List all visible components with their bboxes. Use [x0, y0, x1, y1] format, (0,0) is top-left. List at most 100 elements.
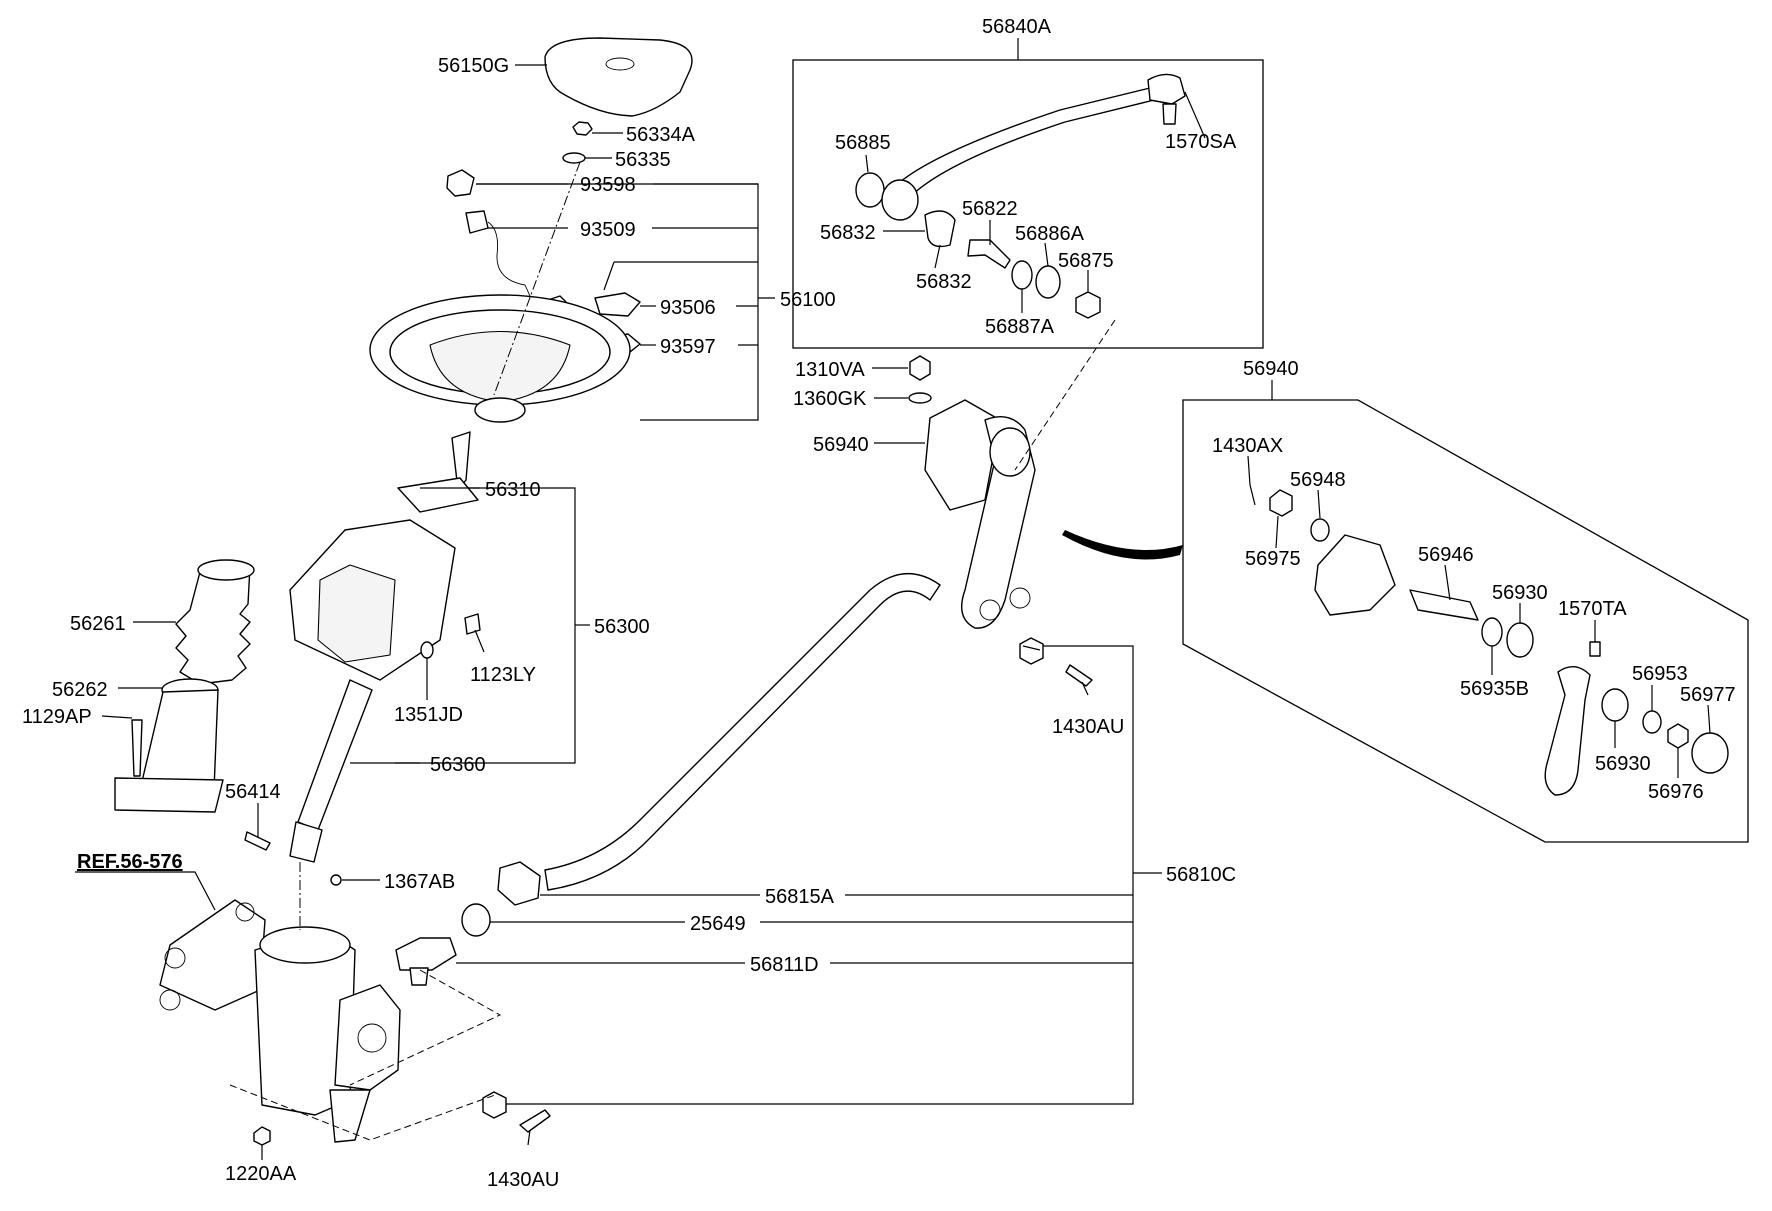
bearing-56930a-part	[1506, 622, 1534, 658]
tie-rod-detail-box	[792, 59, 1264, 349]
label-56875: 56875	[1058, 250, 1114, 272]
bracket-56940-part	[924, 399, 1001, 511]
horn-pad-part	[544, 37, 693, 117]
clamp-56832-part	[924, 210, 956, 248]
leader-1430AUbottom	[527, 1129, 531, 1146]
pin-1367AB-part	[330, 874, 342, 886]
drag-link-end-part	[497, 861, 541, 906]
label-56414: 56414	[225, 781, 281, 803]
label-25649: 25649	[690, 913, 746, 935]
label-1430AUtop: 1430AU	[1052, 716, 1124, 738]
leader-REF	[75, 871, 216, 911]
label-56885: 56885	[835, 132, 891, 154]
label-1430AUbottom: 1430AU	[487, 1169, 559, 1191]
cap-56977-part	[1691, 732, 1729, 774]
shaft-56946-part	[1409, 589, 1479, 621]
label-56335: 56335	[615, 149, 671, 171]
label-56930b: 56930	[1595, 753, 1651, 775]
leader-56975	[1275, 515, 1279, 549]
label-93598: 93598	[580, 174, 636, 196]
label-56300: 56300	[594, 616, 650, 638]
nut-1220AA-part	[253, 1126, 271, 1146]
ball-joint-stud-part	[409, 967, 429, 986]
bracket-detail-part	[1314, 534, 1396, 616]
label-1570TA: 1570TA	[1558, 598, 1627, 620]
label-56815A: 56815A	[765, 886, 835, 908]
screw-part	[603, 261, 615, 291]
label-93506: 93506	[660, 297, 716, 319]
nut-56334A-part	[572, 121, 593, 136]
label-56334A: 56334A	[626, 124, 696, 146]
tie-rod-stud-part	[1162, 103, 1177, 125]
sleeve-part	[881, 179, 919, 221]
label-1129AP: 1129AP	[22, 706, 92, 728]
dashed-gear-link-2	[349, 969, 502, 1086]
idler-eye-2	[1009, 587, 1031, 609]
cotter-pin-top-part	[1065, 664, 1093, 687]
label-93509: 93509	[580, 219, 636, 241]
washer-56953-part	[1642, 710, 1662, 734]
drag-link-part	[544, 573, 941, 891]
label-56935B: 56935B	[1460, 678, 1529, 700]
idler-eye-1	[979, 599, 1001, 621]
tie-rod-56840A-part	[899, 87, 1155, 196]
label-56887A: 56887A	[985, 316, 1055, 338]
leader-1123LY	[474, 629, 485, 653]
bracket-56810C	[495, 645, 1134, 1105]
idler-bushing-part	[989, 427, 1031, 477]
label-REF: REF.56-576	[77, 851, 183, 873]
label-56811D: 56811D	[750, 954, 819, 976]
leader-56948	[1317, 489, 1321, 519]
nut-1310VA-part	[909, 355, 931, 381]
seal-25649-part	[461, 903, 491, 937]
leader-56946	[1444, 564, 1451, 601]
label-56261: 56261	[70, 613, 126, 635]
harness-93509-part	[465, 210, 489, 234]
leader-56977	[1707, 704, 1711, 734]
bushing-56886A-part	[1035, 265, 1061, 299]
washer-1360GK-part	[908, 392, 932, 404]
steering-wheel-part	[369, 294, 631, 423]
leader-56886A	[1044, 242, 1049, 267]
label-56832a: 56832	[820, 222, 876, 244]
label-56953: 56953	[1632, 663, 1688, 685]
leader-1430AX	[1247, 455, 1251, 486]
label-93597: 93597	[660, 336, 716, 358]
label-56840A: 56840A	[982, 16, 1052, 38]
label-1367AB: 1367AB	[384, 871, 455, 893]
label-56100: 56100	[780, 289, 836, 311]
label-1360GK: 1360GK	[793, 388, 867, 410]
centerline-wheel	[493, 161, 581, 396]
label-1220AA: 1220AA	[225, 1163, 297, 1185]
leader-56885	[865, 154, 869, 173]
bolt-1123LY-part	[464, 613, 481, 635]
bracket-56100	[476, 183, 759, 421]
nut-1430AU-top-part	[1019, 637, 1044, 665]
ring-56887A-part	[1011, 260, 1033, 290]
label-56822: 56822	[962, 198, 1018, 220]
bolt-1129AP-part	[131, 719, 143, 777]
washer-56948-part	[1310, 518, 1330, 542]
label-56940main: 56940	[813, 434, 869, 456]
label-56976: 56976	[1648, 781, 1704, 803]
detail-arrow	[1062, 530, 1183, 560]
leader-56810C-top	[1022, 645, 1041, 651]
bearing-56930b-part	[1601, 688, 1629, 722]
leader-1570SA	[1184, 91, 1206, 139]
pin-1570TA-part	[1589, 641, 1601, 657]
pin-1430AX-part	[1249, 484, 1256, 506]
washer-1351JD-part	[420, 641, 434, 659]
label-1310VA: 1310VA	[795, 359, 865, 381]
steering-gear-part	[159, 899, 401, 1143]
switch-93598-part	[446, 169, 475, 197]
nut-56975-part	[1269, 489, 1293, 517]
boot-56261-part	[175, 559, 255, 685]
label-56810C: 56810C	[1166, 864, 1236, 886]
leader-1129AP	[101, 715, 133, 719]
nut-56976-part	[1667, 723, 1689, 749]
bolt-56414-part	[244, 831, 271, 851]
wire-93509-part	[487, 221, 531, 297]
label-1430AX: 1430AX	[1212, 435, 1283, 457]
seal-56935B-part	[1481, 617, 1503, 647]
